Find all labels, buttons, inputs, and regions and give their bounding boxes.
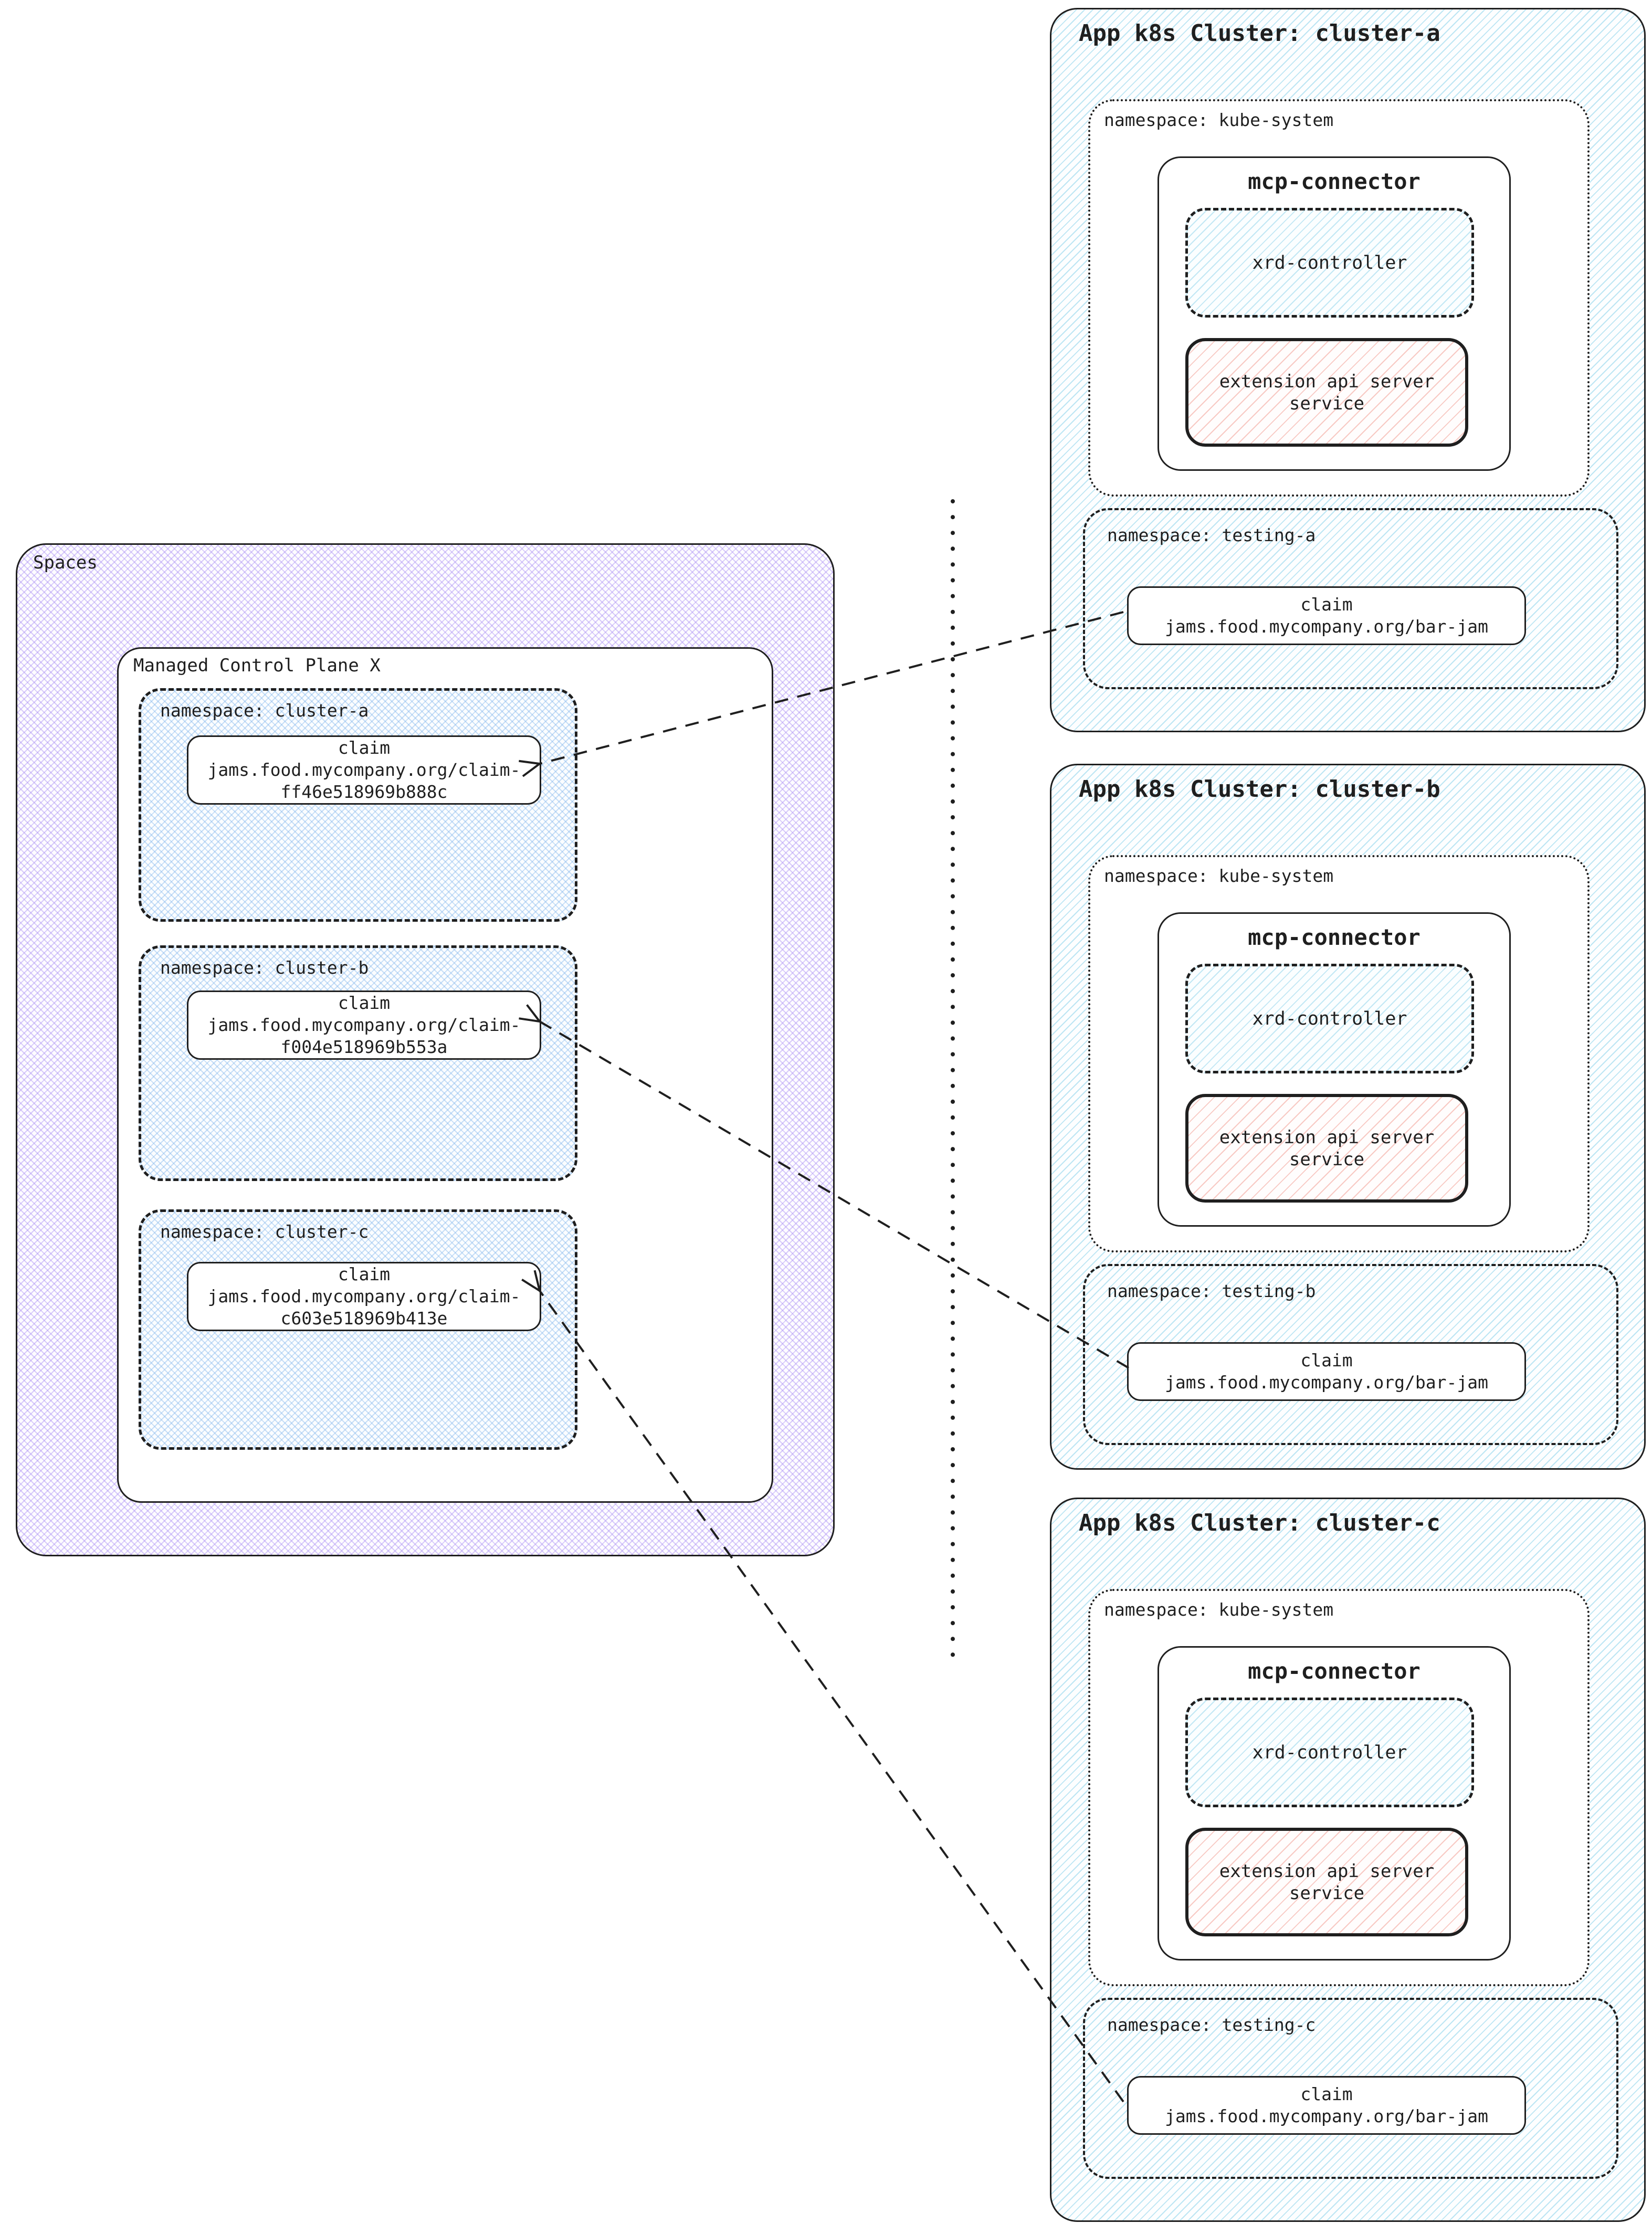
extension-api-line: extension api server — [1219, 371, 1435, 392]
managed-control-plane-label: Managed Control Plane X — [133, 655, 381, 676]
extension-api-line: service — [1289, 1882, 1365, 1904]
claim-line: c603e518969b413e — [280, 1308, 448, 1329]
mcp-connector-box-c: mcp-connector xrd-controller extension a… — [1158, 1646, 1511, 1961]
namespace-testing-c-label: namespace: testing-c — [1107, 2015, 1316, 2035]
managed-control-plane: Managed Control Plane X namespace: clust… — [117, 647, 773, 1503]
namespace-kube-system-c-label: namespace: kube-system — [1104, 1599, 1334, 1620]
claim-line: jams.food.mycompany.org/claim- — [207, 760, 521, 780]
xrd-controller-label: xrd-controller — [1252, 1008, 1407, 1029]
claim-title: claim — [338, 1264, 391, 1284]
claim-title: claim — [1300, 1350, 1353, 1371]
namespace-cluster-c-label: namespace: cluster-c — [160, 1221, 369, 1242]
app-cluster-a: App k8s Cluster: cluster-a namespace: ku… — [1050, 8, 1646, 732]
mcp-connector-box-b: mcp-connector xrd-controller extension a… — [1158, 912, 1511, 1227]
namespace-cluster-c: namespace: cluster-c claim jams.food.myc… — [139, 1209, 577, 1450]
extension-api-line: extension api server — [1219, 1860, 1435, 1882]
xrd-controller-box-a: xrd-controller — [1185, 208, 1474, 318]
extension-api-line: extension api server — [1219, 1126, 1435, 1148]
mcp-connector-label: mcp-connector — [1248, 1658, 1420, 1684]
claim-card-cluster-a: claim jams.food.mycompany.org/claim- ff4… — [187, 735, 541, 805]
claim-line: f004e518969b553a — [280, 1037, 448, 1057]
claim-title: claim — [338, 993, 391, 1013]
claim-card-testing-b: claim jams.food.mycompany.org/bar-jam — [1127, 1342, 1526, 1401]
claim-card-cluster-b: claim jams.food.mycompany.org/claim- f00… — [187, 990, 541, 1060]
claim-line: jams.food.mycompany.org/claim- — [207, 1015, 521, 1035]
namespace-testing-b: namespace: testing-b claim jams.food.myc… — [1083, 1264, 1618, 1445]
mcp-connector-label: mcp-connector — [1248, 168, 1420, 194]
claim-line: jams.food.mycompany.org/bar-jam — [1165, 2106, 1488, 2126]
extension-api-server-box-b: extension api server service — [1185, 1094, 1468, 1203]
namespace-testing-a: namespace: testing-a claim jams.food.myc… — [1083, 508, 1618, 689]
namespace-kube-system-a-label: namespace: kube-system — [1104, 110, 1334, 130]
namespace-testing-a-label: namespace: testing-a — [1107, 525, 1316, 545]
namespace-kube-system-a: namespace: kube-system mcp-connector xrd… — [1088, 99, 1590, 497]
namespace-kube-system-c: namespace: kube-system mcp-connector xrd… — [1088, 1589, 1590, 1986]
claim-line: jams.food.mycompany.org/bar-jam — [1165, 616, 1488, 637]
namespace-cluster-b-label: namespace: cluster-b — [160, 957, 369, 978]
claim-title: claim — [1300, 2084, 1353, 2104]
claim-line: jams.food.mycompany.org/claim- — [207, 1286, 521, 1306]
app-cluster-b-title: App k8s Cluster: cluster-b — [1079, 776, 1440, 803]
claim-line: jams.food.mycompany.org/bar-jam — [1165, 1372, 1488, 1393]
extension-api-server-box-c: extension api server service — [1185, 1828, 1468, 1936]
namespace-kube-system-b-label: namespace: kube-system — [1104, 866, 1334, 886]
claim-card-testing-c: claim jams.food.mycompany.org/bar-jam — [1127, 2076, 1526, 2135]
xrd-controller-box-c: xrd-controller — [1185, 1698, 1474, 1807]
app-cluster-c: App k8s Cluster: cluster-c namespace: ku… — [1050, 1498, 1646, 2222]
namespace-cluster-a-label: namespace: cluster-a — [160, 700, 369, 721]
app-cluster-a-title: App k8s Cluster: cluster-a — [1079, 20, 1440, 47]
namespace-testing-b-label: namespace: testing-b — [1107, 1281, 1316, 1301]
mcp-connector-box-a: mcp-connector xrd-controller extension a… — [1158, 156, 1511, 471]
app-cluster-c-title: App k8s Cluster: cluster-c — [1079, 1510, 1440, 1536]
claim-card-testing-a: claim jams.food.mycompany.org/bar-jam — [1127, 586, 1526, 645]
extension-api-line: service — [1289, 393, 1365, 414]
extension-api-line: service — [1289, 1148, 1365, 1170]
xrd-controller-label: xrd-controller — [1252, 252, 1407, 273]
claim-line: ff46e518969b888c — [280, 782, 448, 802]
claim-card-cluster-c: claim jams.food.mycompany.org/claim- c60… — [187, 1262, 541, 1331]
xrd-controller-label: xrd-controller — [1252, 1742, 1407, 1763]
spaces-container: Spaces Managed Control Plane X namespace… — [16, 543, 835, 1556]
spaces-label: Spaces — [33, 552, 98, 573]
xrd-controller-box-b: xrd-controller — [1185, 964, 1474, 1073]
extension-api-server-box-a: extension api server service — [1185, 338, 1468, 447]
mcp-connector-label: mcp-connector — [1248, 924, 1420, 950]
app-cluster-b: App k8s Cluster: cluster-b namespace: ku… — [1050, 764, 1646, 1470]
namespace-kube-system-b: namespace: kube-system mcp-connector xrd… — [1088, 855, 1590, 1252]
claim-title: claim — [338, 737, 391, 758]
namespace-cluster-b: namespace: cluster-b claim jams.food.myc… — [139, 945, 577, 1181]
namespace-testing-c: namespace: testing-c claim jams.food.myc… — [1083, 1998, 1618, 2179]
namespace-cluster-a: namespace: cluster-a claim jams.food.myc… — [139, 688, 577, 922]
claim-title: claim — [1300, 594, 1353, 615]
